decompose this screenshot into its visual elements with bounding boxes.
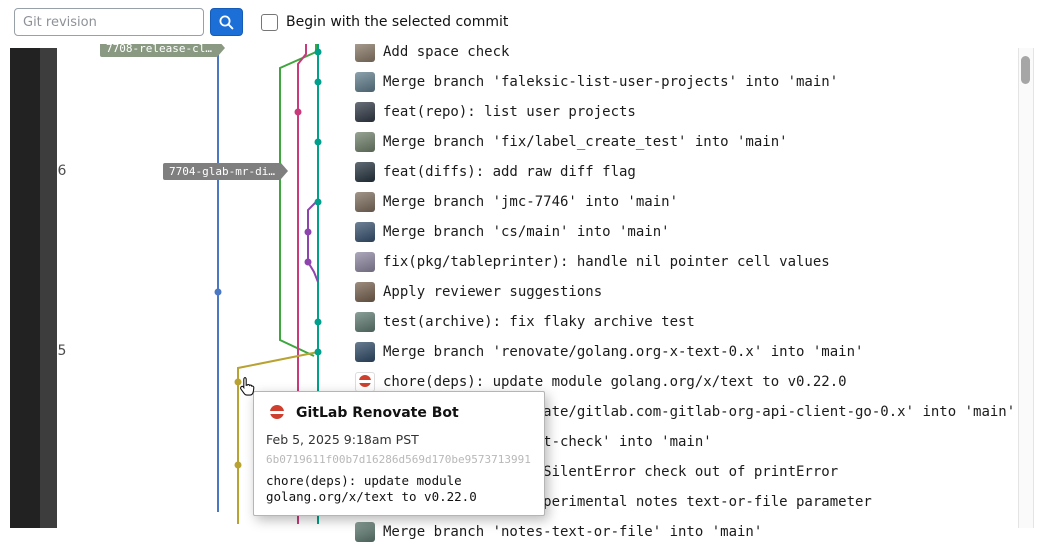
commit-tooltip: GitLab Renovate Bot Feb 5, 2025 9:18am P… [253, 391, 545, 516]
commit-row[interactable]: fix(pkg/tableprinter): handle nil pointe… [0, 247, 1018, 277]
commit-row[interactable]: Merge branch 'faleksic-list-user-project… [0, 67, 1018, 97]
commit-message: Add space check [383, 44, 510, 60]
checkbox-label: Begin with the selected commit [286, 14, 509, 30]
tooltip-date: Feb 5, 2025 9:18am PST [266, 432, 419, 447]
commit-row[interactable]: Merge branch 'cs/main' into 'main' [0, 217, 1018, 247]
author-avatar [355, 132, 375, 152]
commit-message: Merge branch 'fix/label_create_test' int… [383, 134, 788, 150]
author-avatar [355, 222, 375, 242]
branch-tag[interactable]: 7704-glab-mr-di… [163, 163, 288, 180]
author-avatar [355, 252, 375, 272]
gutter-marker: 6 [57, 163, 67, 179]
commit-row[interactable]: Add space check [0, 37, 1018, 67]
author-avatar [355, 522, 375, 542]
tooltip-commit-message: chore(deps): update module golang.org/x/… [266, 473, 477, 504]
tooltip-header: GitLab Renovate Bot [266, 402, 532, 424]
commit-message: Merge branch 'notes-text-or-file' into '… [383, 524, 763, 540]
commit-row[interactable]: test(archive): fix flaky archive test [0, 307, 1018, 337]
author-avatar [355, 162, 375, 182]
scrollbar-thumb[interactable] [1021, 56, 1030, 84]
commit-row[interactable]: Merge branch 'jmc-7746' into 'main' [0, 187, 1018, 217]
commit-message: fix(pkg/tableprinter): handle nil pointe… [383, 254, 830, 270]
branch-tag-arrow [280, 163, 288, 179]
author-avatar [355, 342, 375, 362]
tooltip-commit-hash: 6b0719611f00b7d16286d569d170be9573713991 [266, 453, 531, 466]
commit-message: test(archive): fix flaky archive test [383, 314, 695, 330]
toolbar: Begin with the selected commit [0, 0, 1058, 44]
search-icon [218, 14, 235, 31]
author-avatar [355, 42, 375, 62]
tooltip-author: GitLab Renovate Bot [296, 405, 459, 421]
author-avatar [355, 102, 375, 122]
commit-row[interactable]: feat(repo): list user projects [0, 97, 1018, 127]
git-revision-input[interactable] [14, 8, 204, 36]
commit-row[interactable]: Merge branch 'fix/label_create_test' int… [0, 127, 1018, 157]
author-avatar [355, 72, 375, 92]
commit-row[interactable]: Merge branch 'renovate/golang.org-x-text… [0, 337, 1018, 367]
renovate-bot-avatar [355, 372, 375, 392]
commit-message: Apply reviewer suggestions [383, 284, 603, 300]
commit-message: Merge branch 'jmc-7746' into 'main' [383, 194, 679, 210]
commit-message: Merge branch 'renovate/golang.org-x-text… [383, 344, 864, 360]
commit-row[interactable]: Apply reviewer suggestions [0, 277, 1018, 307]
author-avatar [355, 192, 375, 212]
commit-row[interactable]: chore(deps): update module golang.org/x/… [0, 367, 1018, 397]
commit-message: Merge branch 'faleksic-list-user-project… [383, 74, 839, 90]
renovate-bot-icon [266, 402, 288, 424]
commit-row[interactable]: Merge branch 'notes-text-or-file' into '… [0, 517, 1018, 547]
begin-with-selected-commit-checkbox[interactable] [261, 13, 278, 31]
commit-message: feat(repo): list user projects [383, 104, 636, 120]
commit-message: chore(deps): update module golang.org/x/… [383, 374, 847, 390]
branch-tag[interactable]: 7708-release-cl… [100, 40, 225, 57]
gutter-marker: 5 [57, 343, 67, 359]
commit-message: Merge branch 'cs/main' into 'main' [383, 224, 670, 240]
search-button[interactable] [210, 8, 243, 36]
commit-message: feat(diffs): add raw diff flag [383, 164, 636, 180]
commit-row[interactable]: feat(diffs): add raw diff flag [0, 157, 1018, 187]
author-avatar [355, 282, 375, 302]
graph-minimap-strip [10, 48, 57, 528]
vertical-scrollbar[interactable] [1018, 48, 1034, 528]
author-avatar [355, 312, 375, 332]
